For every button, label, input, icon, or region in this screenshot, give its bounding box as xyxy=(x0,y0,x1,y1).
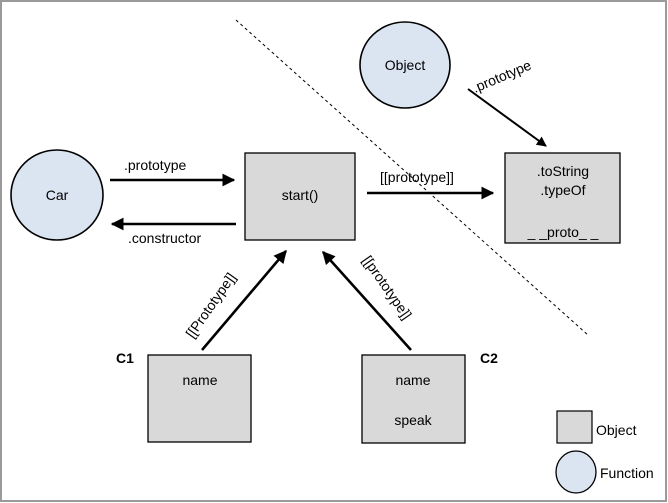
c2-speak-field: speak xyxy=(394,412,432,428)
legend-function-swatch xyxy=(555,450,597,494)
edge-car-prototype: .prototype xyxy=(110,157,236,187)
c2-prototype-label: [[prototype]] xyxy=(360,253,416,323)
object-label: Object xyxy=(385,57,426,73)
object-prototype-box: .toString .typeOf _ _proto_ _ xyxy=(504,152,621,244)
edge-start-constructor: .constructor xyxy=(110,217,236,246)
object-node: Object xyxy=(359,21,451,109)
legend-object-swatch xyxy=(556,410,593,444)
c1-prototype-label: [[Prototype]] xyxy=(182,270,238,341)
start-to-proto-label: [[prototype]] xyxy=(380,169,454,185)
edge-c2-to-start: [[prototype]] xyxy=(322,251,416,351)
object-prototype-label: .prototype xyxy=(470,57,534,96)
start-box: start() xyxy=(244,152,356,241)
legend-function-label: Function xyxy=(600,465,654,481)
start-constructor-label: .constructor xyxy=(128,230,201,246)
c2-name-field: name xyxy=(395,372,430,388)
c1-box: C1 name xyxy=(116,350,252,443)
edge-object-prototype: .prototype xyxy=(467,57,547,147)
typeof-label: .typeOf xyxy=(540,182,585,198)
c2-box: name speak C2 xyxy=(361,350,498,444)
c1-tag: C1 xyxy=(116,350,134,366)
legend-object-label: Object xyxy=(596,422,637,438)
proto-label: _ _proto_ _ xyxy=(527,224,599,240)
car-node: Car xyxy=(10,149,104,241)
legend: Object Function xyxy=(555,410,654,494)
start-label: start() xyxy=(282,187,319,203)
edge-start-to-prototype: [[prototype]] xyxy=(367,169,495,200)
divider-dotted-line xyxy=(235,19,589,336)
edge-c1-to-start: [[Prototype]] xyxy=(182,250,287,351)
tostring-label: .toString xyxy=(537,163,589,179)
car-label: Car xyxy=(46,187,69,203)
car-prototype-label: .prototype xyxy=(124,157,186,173)
c2-tag: C2 xyxy=(480,350,498,366)
c1-name-field: name xyxy=(182,372,217,388)
legend-object: Object xyxy=(556,410,637,444)
legend-function: Function xyxy=(555,450,654,494)
